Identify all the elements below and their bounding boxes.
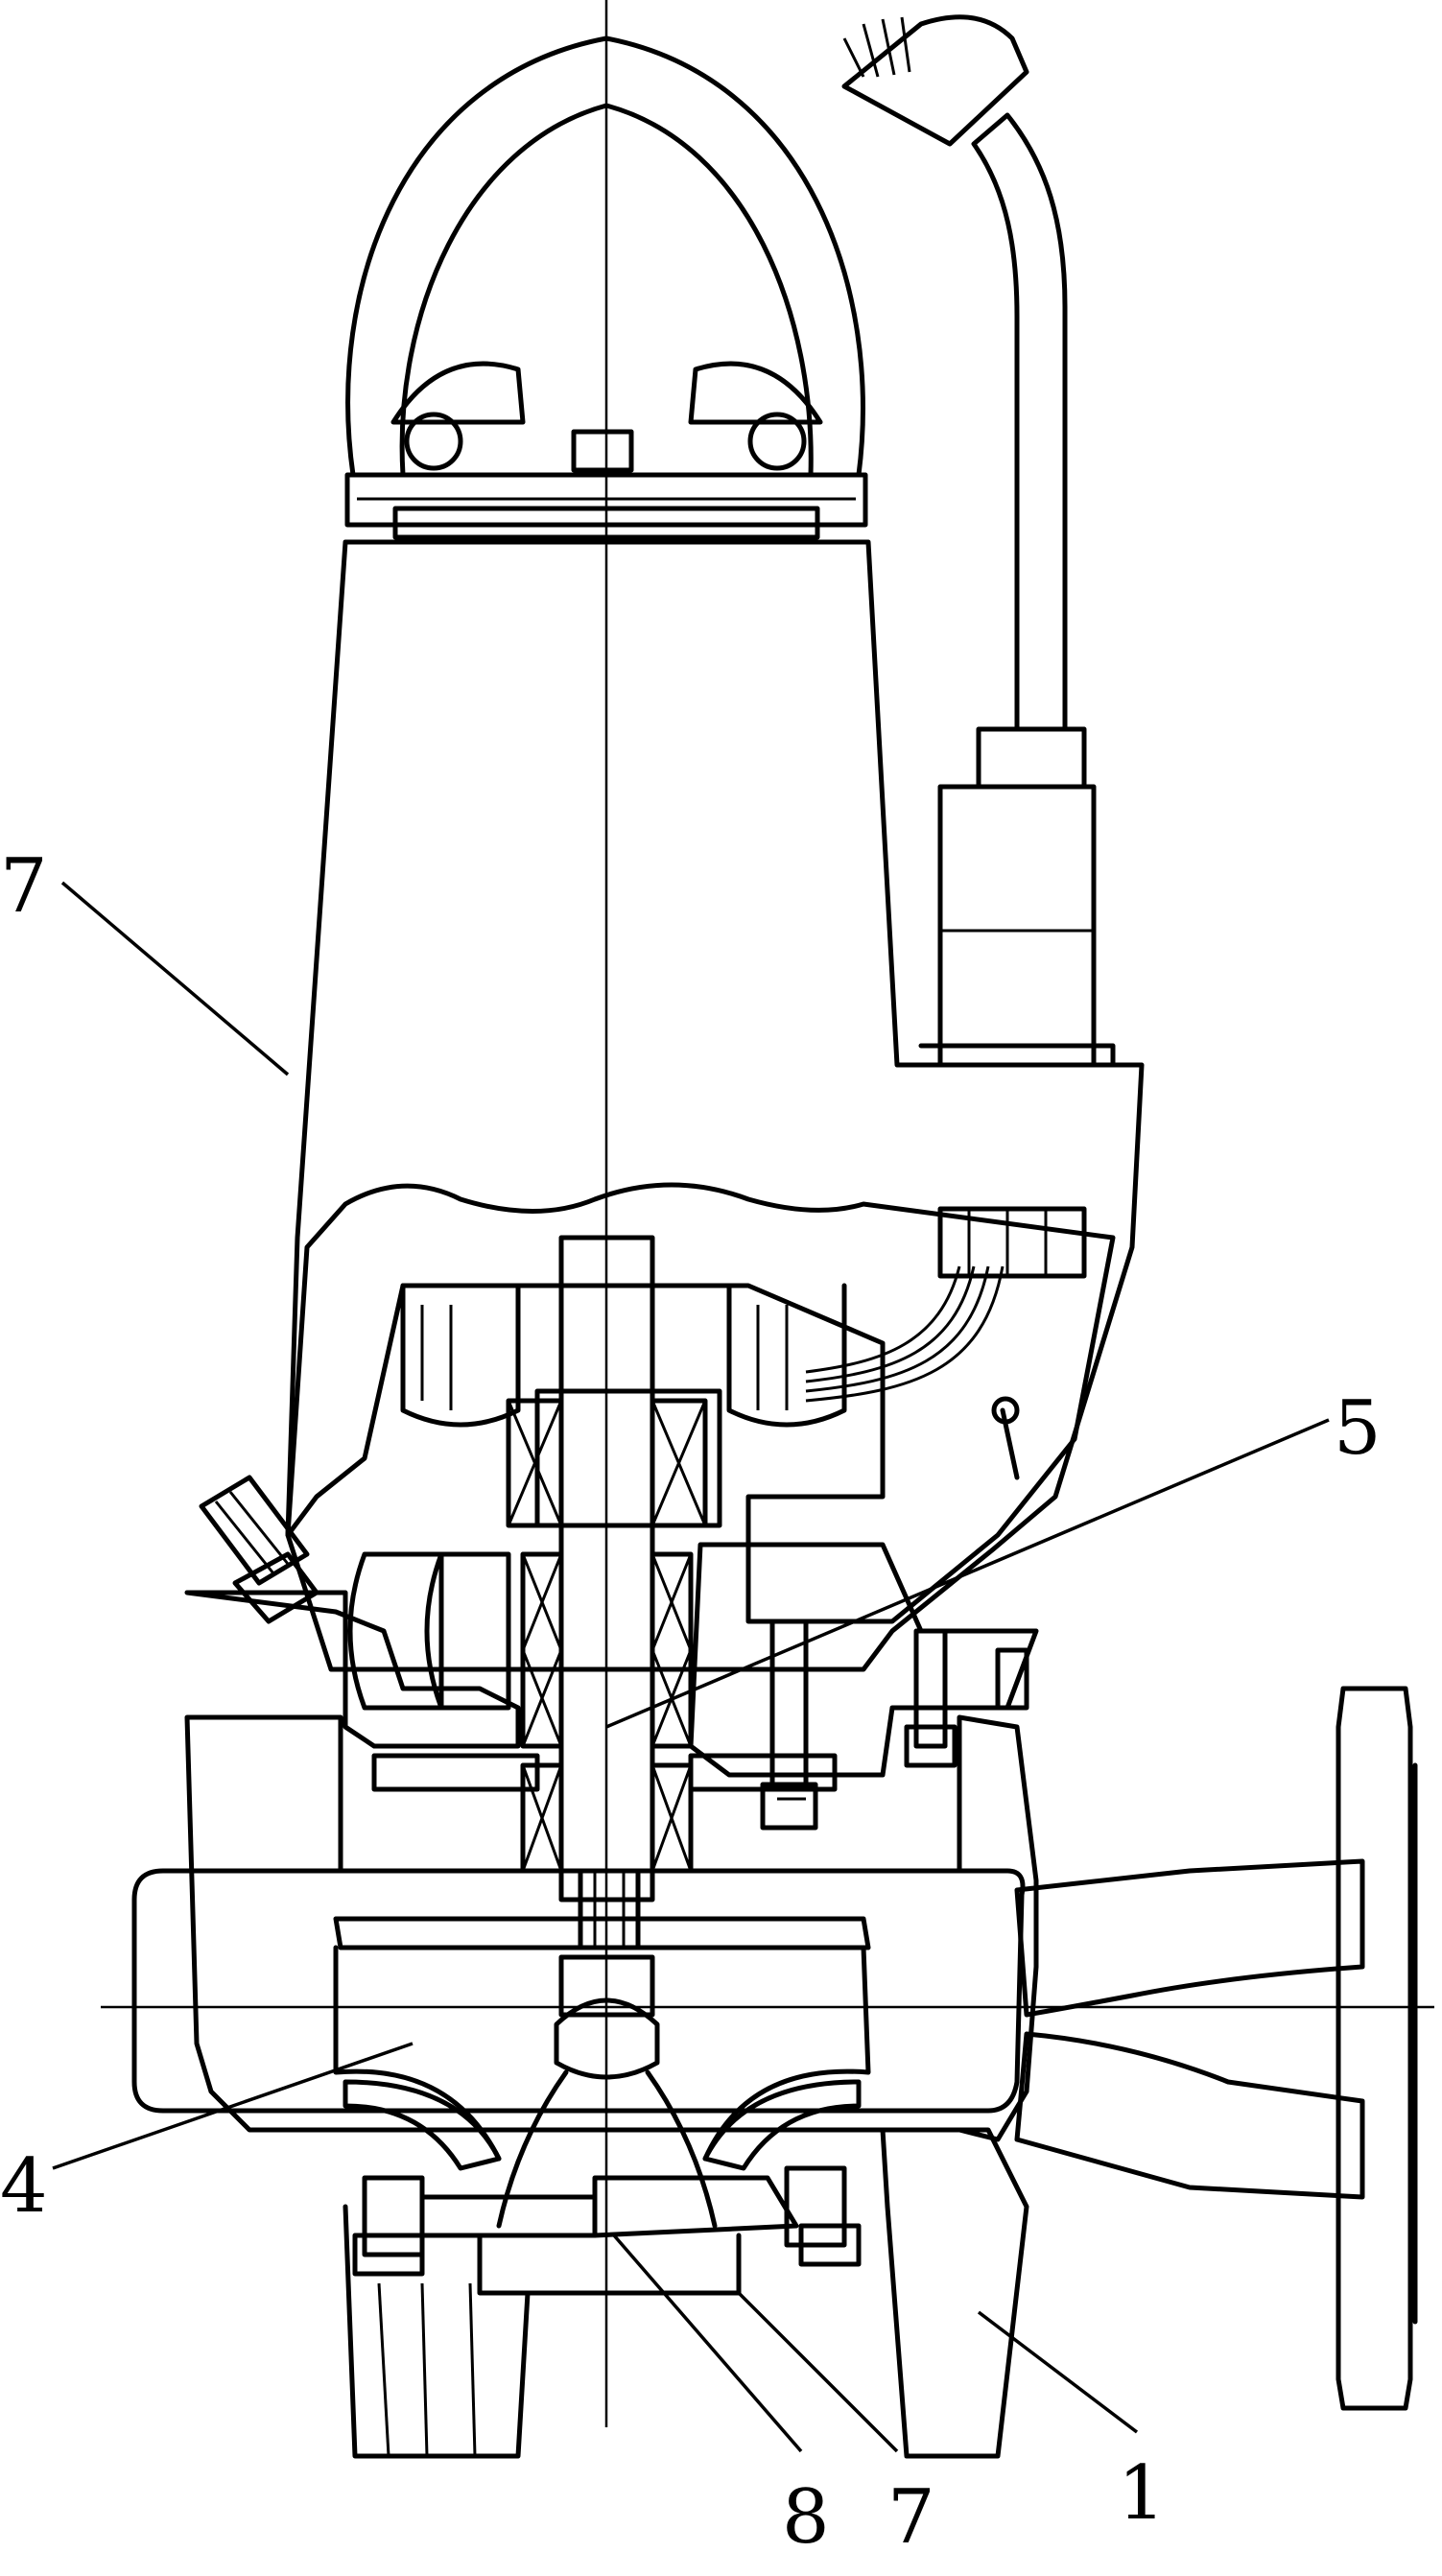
label-part-1: 1 — [1118, 2450, 1166, 2537]
left-plug-fitting — [199, 1475, 319, 1624]
leader-lines — [52, 881, 1330, 2453]
top-cover-plate — [344, 472, 868, 540]
leader-line-7-bottom — [737, 2291, 899, 2453]
stator-winding — [400, 1206, 1087, 1480]
discharge-pipe — [1014, 1686, 1418, 2411]
seal-chamber — [184, 1542, 1039, 1792]
wear-ring — [352, 2165, 862, 2296]
pump-volute-casing — [131, 1714, 1039, 2142]
leader-line-4 — [52, 2042, 414, 2170]
label-part-4: 4 — [0, 2143, 48, 2230]
impeller — [333, 1916, 871, 2229]
motor-housing — [285, 539, 1145, 1672]
leader-line-1 — [977, 2310, 1139, 2434]
label-part-8: 8 — [782, 2474, 830, 2561]
label-part-7-bottom: 7 — [887, 2474, 935, 2561]
leader-line-5 — [605, 1418, 1330, 1729]
leader-line-7-left — [60, 881, 290, 1076]
leader-line-8 — [612, 2233, 803, 2453]
lifting-handle — [345, 35, 865, 478]
label-part-5: 5 — [1334, 1385, 1382, 1472]
label-part-7-left: 7 — [0, 843, 48, 930]
power-cable — [841, 14, 1116, 1068]
upper-bearing — [506, 1398, 708, 1528]
base-stand — [343, 2127, 1029, 2459]
housing-bolt — [760, 1619, 1029, 1831]
